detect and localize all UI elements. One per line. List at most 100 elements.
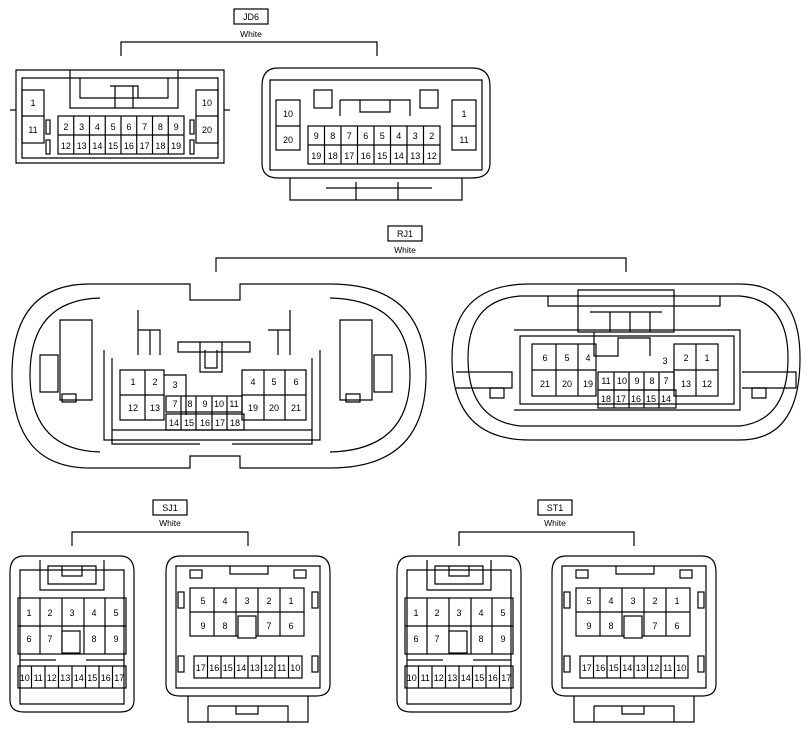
pin-label: 11 [28,125,37,135]
pin-label: 13 [77,141,87,151]
jd6-header: JD6 White [120,8,378,56]
pin-label: 6 [413,634,418,644]
pin-label: 9 [314,131,319,141]
sj1-name: SJ1 [162,503,178,513]
pin-label: 14 [92,141,102,151]
sj1-bracket [71,531,249,546]
pin-label: 14 [622,663,632,673]
pin-label: 10 [214,399,224,409]
pin-label: 15 [184,418,194,428]
sj1-color-label: White [159,518,181,528]
pin-label: 7 [434,634,439,644]
pin-label: 9 [634,376,639,386]
pin-label: 20 [283,135,293,145]
pin-label: 2 [434,608,439,618]
jd6-label-box [233,8,269,25]
pin-label: 9 [500,634,505,644]
pin-label: 7 [663,376,668,386]
pin-label: 7 [142,122,147,132]
pin-label: 16 [361,151,371,161]
pin-label: 11 [459,135,468,145]
pin-label: 7 [652,621,657,631]
pin-label: 4 [250,377,255,387]
pin-label: 11 [229,399,238,409]
pin-label: 5 [111,122,116,132]
st1-header: ST1 White [458,499,635,546]
jd6-name: JD6 [243,12,259,22]
pin-label: 1 [674,596,679,606]
rj1-color-label: White [394,245,416,255]
pin-label: 15 [87,673,97,683]
pin-label: 2 [152,377,157,387]
pin-label: 17 [344,151,354,161]
pin-label: 1 [704,353,709,363]
sj1-label-box [152,499,188,516]
pin-label: 6 [674,621,679,631]
pin-label: 13 [60,673,70,683]
pin-label: 13 [447,673,457,683]
pin-label: 19 [248,403,258,413]
pin-label: 12 [263,663,273,673]
pin-label: 4 [396,131,401,141]
st1-name: ST1 [547,503,564,513]
pin-label: 21 [540,379,550,389]
pin-label: 17 [114,673,124,683]
pin-label: 8 [478,634,483,644]
pin-label: 10 [407,673,417,683]
pin-label: 8 [330,131,335,141]
pin-label: 1 [130,377,135,387]
pin-label: 15 [646,394,656,404]
rj1-label-box [387,225,423,242]
pin-label: 21 [291,403,301,413]
pin-label: 17 [140,141,150,151]
pin-label: 13 [150,403,160,413]
rj1-header: RJ1 White [215,225,627,272]
pin-label: 7 [266,621,271,631]
pin-label: 14 [74,673,84,683]
pin-label: 11 [277,663,286,673]
sj1-header: SJ1 White [71,499,249,546]
pin-label: 3 [456,608,461,618]
pin-label: 14 [461,673,471,683]
pin-label: 3 [79,122,84,132]
pin-label: 5 [586,596,591,606]
pin-label: 11 [663,663,672,673]
pin-label: 8 [222,621,227,631]
pin-label: 2 [429,131,434,141]
pin-label: 6 [293,377,298,387]
pin-label: 12 [702,379,712,389]
pin-label: 3 [662,356,667,366]
pin-label: 11 [601,376,610,386]
pin-label: 5 [271,377,276,387]
pin-label: 16 [488,673,498,683]
pin-label: 4 [478,608,483,618]
pin-label: 5 [380,131,385,141]
pin-label: 14 [394,151,404,161]
pin-label: 13 [681,379,691,389]
pin-label: 16 [101,673,111,683]
pin-label: 10 [676,663,686,673]
pin-label: 13 [250,663,260,673]
pin-label: 7 [172,399,177,409]
pin-label: 15 [108,141,118,151]
pin-label: 9 [586,621,591,631]
pin-label: 6 [126,122,131,132]
pin-label: 8 [187,399,192,409]
pin-label: 5 [200,596,205,606]
jd6-color-label: White [240,29,262,39]
pin-label: 9 [113,634,118,644]
pin-label: 10 [283,109,293,119]
pin-label: 7 [347,131,352,141]
pin-label: 14 [169,418,179,428]
pin-label: 17 [501,673,511,683]
pin-label: 12 [128,403,138,413]
rj1-bracket [215,257,627,272]
pin-label: 4 [222,596,227,606]
st1-color-label: White [544,518,566,528]
pin-label: 13 [636,663,646,673]
